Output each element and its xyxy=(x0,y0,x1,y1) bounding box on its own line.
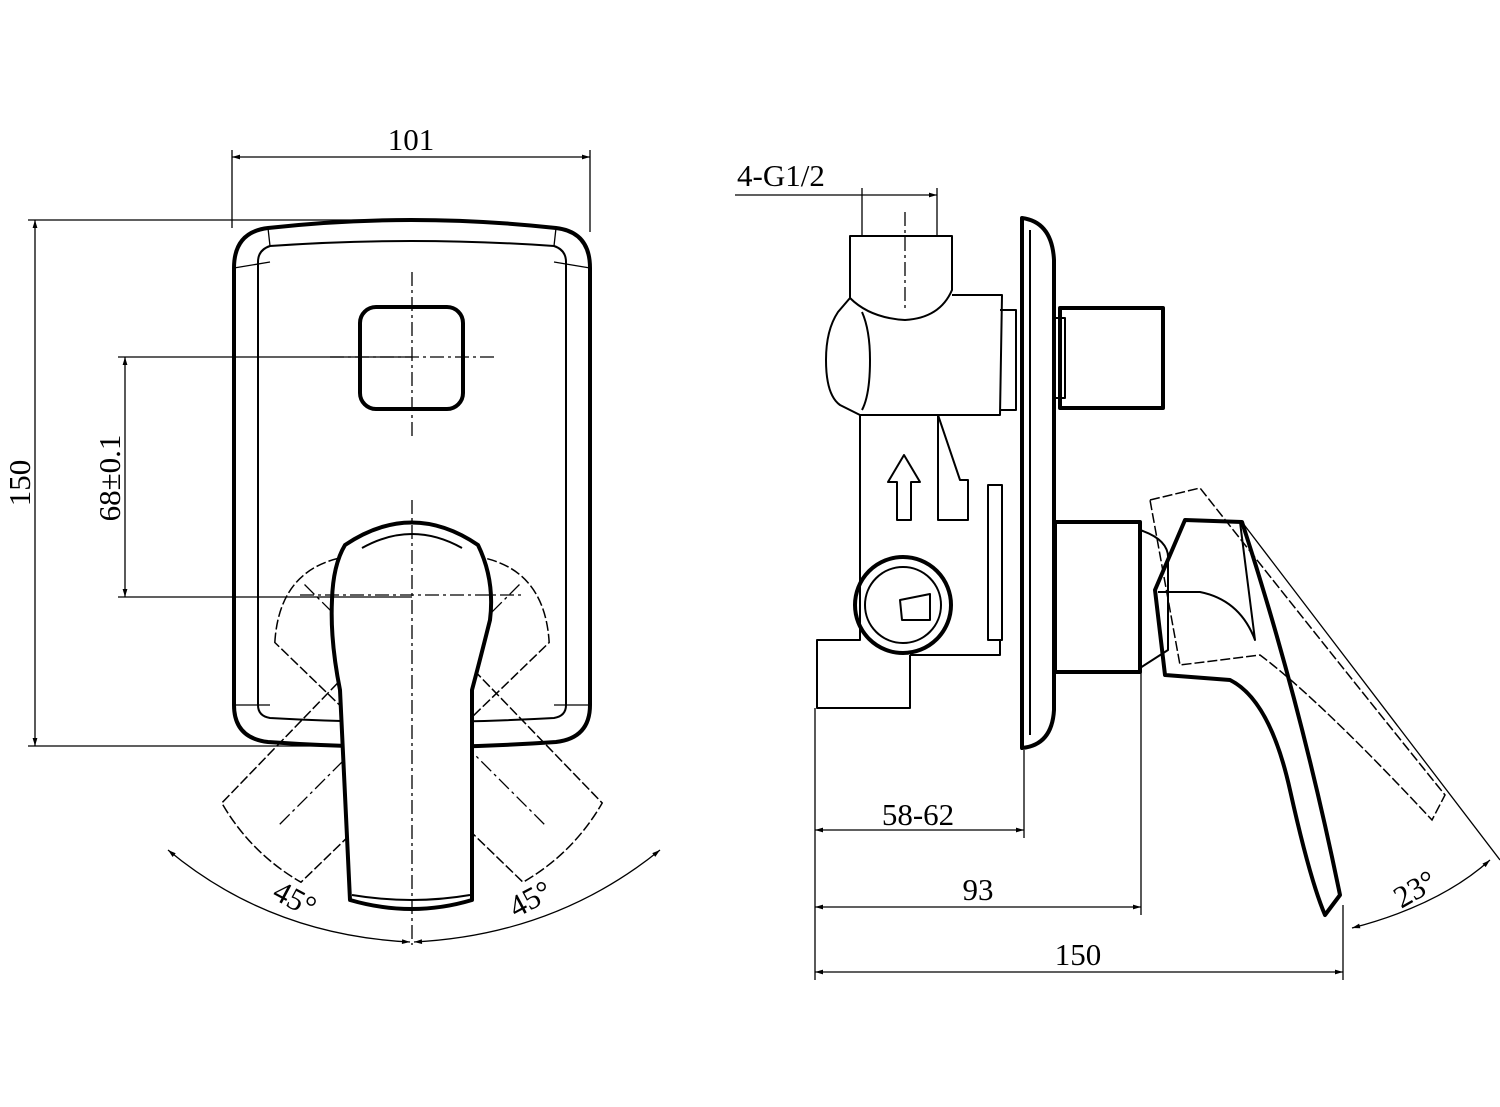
lever-handle xyxy=(329,520,494,911)
lever-side xyxy=(1153,518,1342,917)
angle-reference-line xyxy=(1241,521,1500,861)
outlet-port-inner xyxy=(864,566,942,644)
flow-arrow-icon xyxy=(887,454,921,521)
valve-body-lower xyxy=(816,311,911,709)
angle-right-arc xyxy=(413,849,661,944)
outlet-port xyxy=(853,555,953,655)
length-dimension: 150 xyxy=(1055,937,1102,972)
depth-range-dimension: 58-62 xyxy=(882,797,954,832)
cover-plate-outer xyxy=(232,218,592,749)
side-view: 4-G1/2 58-62 93 150 23° xyxy=(735,158,1500,980)
angle-left-arc xyxy=(167,849,411,944)
handle-sleeve xyxy=(1053,520,1142,674)
body-flange xyxy=(1000,309,1017,411)
height-dimension: 150 xyxy=(2,460,37,507)
depth-dimension: 93 xyxy=(963,872,994,907)
angle-arc xyxy=(1351,859,1491,929)
valve-body-upper xyxy=(825,294,1003,416)
cover-plate-inner xyxy=(257,240,567,723)
width-dimension: 101 xyxy=(388,122,435,157)
inlet-top xyxy=(849,235,953,321)
angle-label: 23° xyxy=(1387,863,1442,915)
plate-bevel-lines xyxy=(233,227,591,706)
angle-right-label: 45° xyxy=(503,873,558,924)
body-bracket xyxy=(987,484,1003,641)
outlet-port-tab xyxy=(899,593,931,621)
lever-side-edge xyxy=(1158,521,1256,641)
center-distance-dimension: 68±0.1 xyxy=(92,435,127,522)
internal-channel xyxy=(937,414,969,521)
diverter-knob-collar xyxy=(1054,317,1066,399)
angle-left-label: 45° xyxy=(268,873,323,924)
thread-label: 4-G1/2 xyxy=(737,158,825,193)
side-cover-plate xyxy=(1020,216,1056,750)
diverter-knob-side xyxy=(1058,306,1165,410)
body-base-edge xyxy=(910,640,1001,656)
lever-ghost xyxy=(1149,487,1446,822)
front-view: 101 150 68±0.1 45° 45° xyxy=(2,122,661,945)
